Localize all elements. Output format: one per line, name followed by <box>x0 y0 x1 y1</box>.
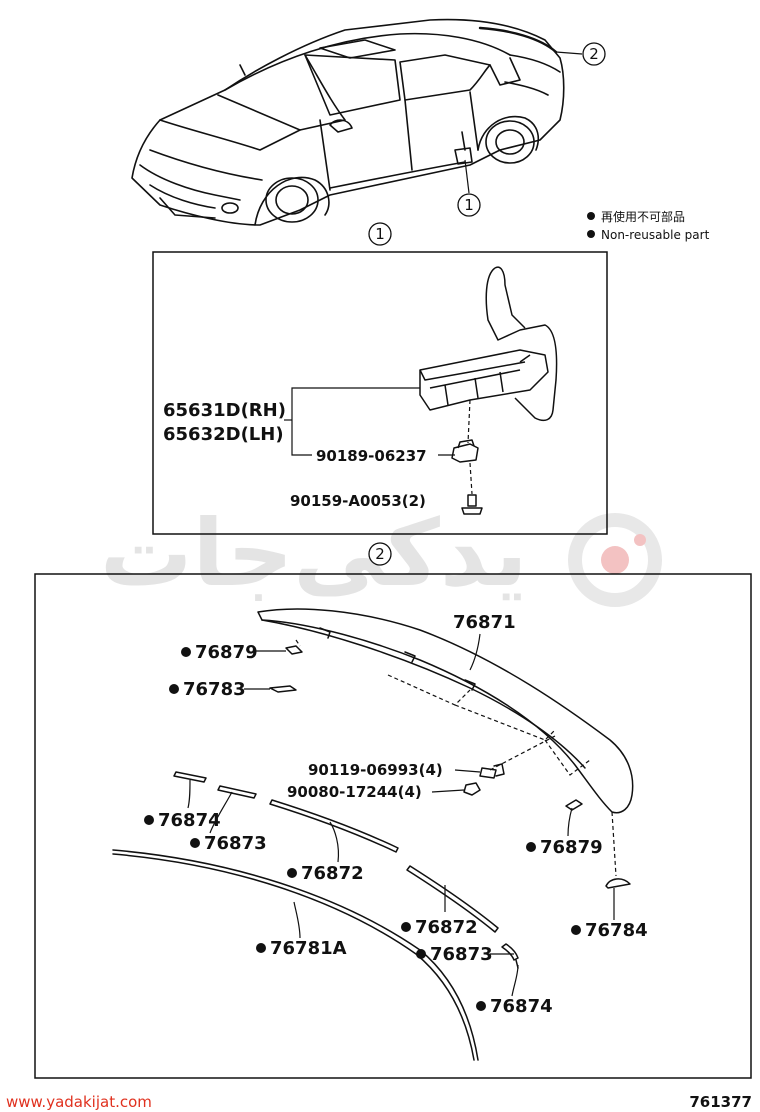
callout-2-number: 2 <box>589 45 599 63</box>
svg-text:2: 2 <box>375 545 385 563</box>
non-reusable-bullet-icon <box>169 684 179 694</box>
bullet-icon <box>587 212 595 220</box>
watermark-logo-icon <box>568 513 662 607</box>
part-90080-17244: 90080-17244(4) <box>287 783 422 801</box>
rear-spoiler-illustration <box>112 608 634 1061</box>
non-reusable-bullet-icon <box>526 842 536 852</box>
non-reusable-bullet-icon <box>190 838 200 848</box>
part-90119-06993: 90119-06993(4) <box>308 761 443 779</box>
non-reusable-bullet-icon <box>181 647 191 657</box>
part-65631D-rh: 65631D(RH) <box>163 400 286 421</box>
legend-japanese: 再使用不可部品 <box>601 209 685 224</box>
box2-dashed-lines <box>295 639 617 877</box>
car-illustration <box>131 18 565 226</box>
non-reusable-legend: 再使用不可部品 Non-reusable part <box>587 209 710 242</box>
callout-2-box-label: 2 <box>368 542 392 566</box>
part-76783: 76783 <box>183 679 246 700</box>
part-76873-a: 76873 <box>204 833 267 854</box>
diagram-number: 761377 <box>689 1093 752 1111</box>
part-76874-a: 76874 <box>158 810 221 831</box>
mud-guard-illustration <box>419 266 558 515</box>
part-90159-A0053: 90159-A0053(2) <box>290 492 426 510</box>
part-76879-a: 76879 <box>195 642 258 663</box>
non-reusable-bullet-icon <box>416 949 426 959</box>
non-reusable-bullet-icon <box>571 925 581 935</box>
watermark: یدکی‌جات <box>100 500 662 607</box>
detail-box-2 <box>34 573 752 1079</box>
callout-1-number: 1 <box>464 196 474 214</box>
legend-english: Non-reusable part <box>601 228 710 242</box>
non-reusable-bullet-icon <box>476 1001 486 1011</box>
part-76872-a: 76872 <box>301 863 364 884</box>
part-90189-06237: 90189-06237 <box>316 447 427 465</box>
non-reusable-bullet-icon <box>401 922 411 932</box>
callout-1-box-label: 1 <box>368 222 392 246</box>
non-reusable-bullet-icon <box>287 868 297 878</box>
part-76781A: 76781A <box>270 938 347 959</box>
part-76879-b: 76879 <box>540 837 603 858</box>
svg-text:1: 1 <box>375 225 385 243</box>
bullet-icon <box>587 230 595 238</box>
part-76871-spoiler: 76871 <box>453 612 516 633</box>
part-76873-b: 76873 <box>430 944 493 965</box>
watermark-text: یدکی‌جات <box>100 500 528 607</box>
site-url: www.yadakijat.com <box>6 1093 152 1111</box>
non-reusable-bullet-icon <box>144 815 154 825</box>
part-76874-b: 76874 <box>490 996 553 1017</box>
callout-2-top: 2 <box>555 42 606 66</box>
non-reusable-bullet-icon <box>256 943 266 953</box>
part-65632D-lh: 65632D(LH) <box>163 424 284 445</box>
part-76872-b: 76872 <box>415 917 478 938</box>
callout-1-car: 1 <box>457 159 481 217</box>
box1-leaders <box>284 387 455 456</box>
detail-box-1 <box>152 251 608 535</box>
part-76784: 76784 <box>585 920 648 941</box>
box2-leaders <box>187 633 615 997</box>
